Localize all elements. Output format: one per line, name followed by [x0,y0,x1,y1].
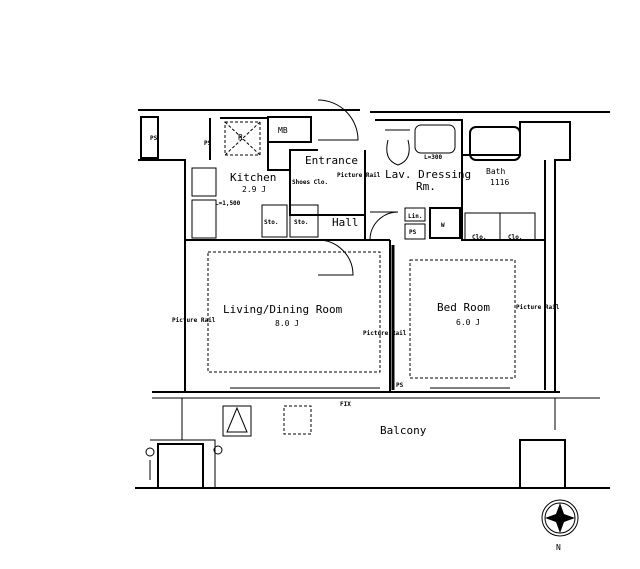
north-compass-icon: N [541,499,579,552]
stove [191,167,217,197]
toilet [385,129,410,166]
picture-rail-label: Picture Rail [337,172,381,179]
bathtub [469,126,521,161]
compass-north-label: N [556,543,561,552]
counter-length: L=1,500 [215,200,241,207]
picture-rail-label: Picture Rail [172,317,216,324]
sink [191,199,217,239]
ps-label: PS [396,382,404,389]
kitchen-size: 2.9 J [242,185,266,194]
living-furniture-zone [207,251,381,373]
entrance-label: Entrance [305,154,358,167]
ps-label: PS [409,229,417,236]
linen-label: Lin. [408,213,422,220]
ps-label: PS [204,140,212,147]
storage-label: Sto. [264,219,278,226]
shoes-closet-label: Shoes Clo. [292,179,328,186]
lav-dressing-label-2: Rm. [416,180,436,193]
living-size: 8.0 J [275,319,299,328]
fridge-space [224,121,261,156]
bedroom-zone [409,259,516,379]
walls [135,109,610,489]
ac-unit [222,405,252,437]
bath-size: 1116 [490,178,509,187]
closet-label: Clo. [472,234,486,241]
living-door [317,239,354,276]
ps-shaft-left [140,116,159,159]
bedroom-size: 6.0 J [456,318,480,327]
mb-box [267,116,312,143]
bedroom-label: Bed Room [437,301,490,314]
fix-label: FIX [340,401,351,408]
entrance-door [317,99,359,141]
picture-rail-label: Picture Rail [516,304,560,311]
balcony-label: Balcony [380,424,427,437]
vanity-length: L=300 [424,154,442,161]
picture-rail-label: Picture Rail [363,330,407,337]
ps-label: PS [150,135,158,142]
water-heater [283,405,312,435]
hall-label: Hall [332,216,359,229]
storage-label: Sto. [294,219,308,226]
closet-label: Clo. [508,234,522,241]
fridge-label: R [238,133,243,142]
lav-door [369,211,399,241]
washer-label: W [441,222,445,229]
vanity [414,124,456,154]
living-label: Living/Dining Room [223,303,343,316]
bath-label: Bath [486,167,505,176]
mb-label: MB [278,126,288,135]
kitchen-label: Kitchen [230,171,276,184]
lav-dressing-label: Lav. Dressing [385,168,471,181]
